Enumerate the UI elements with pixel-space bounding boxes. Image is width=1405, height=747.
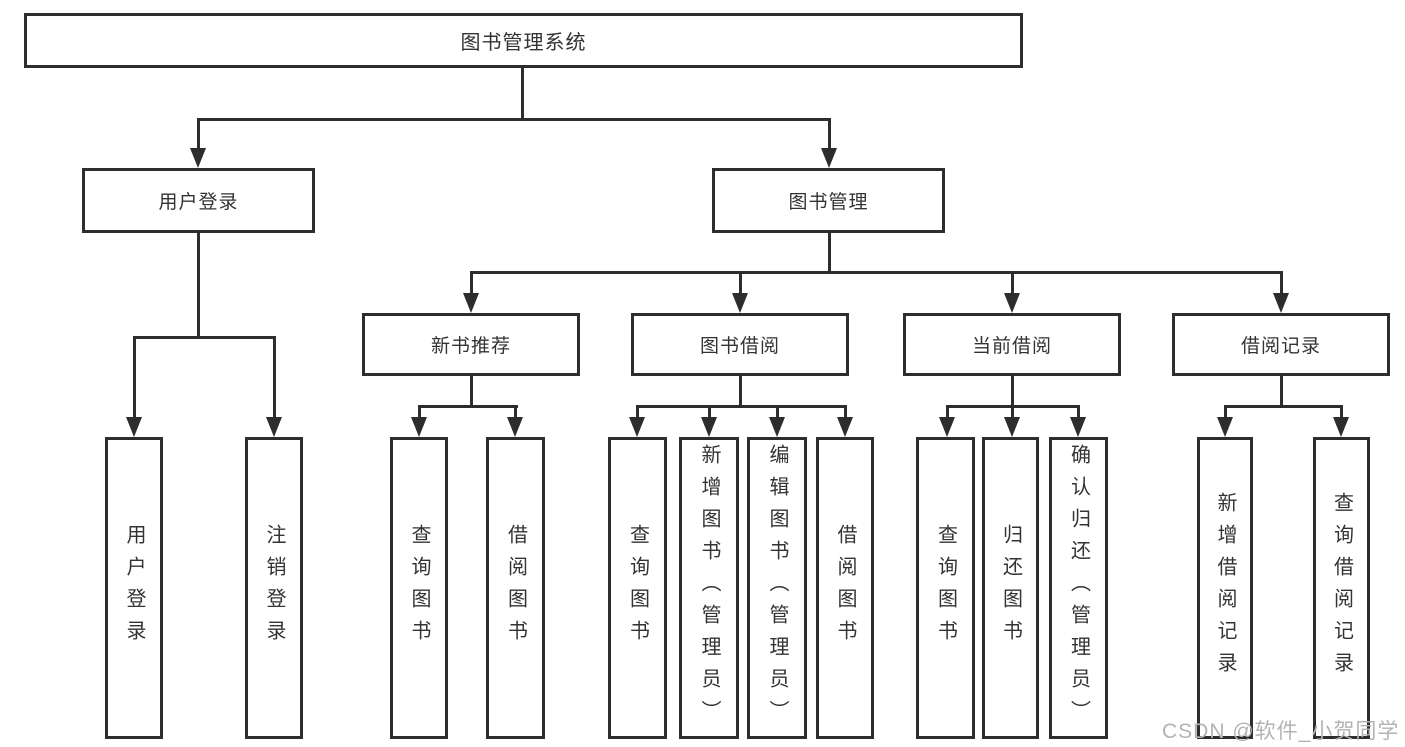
connector-line: [1280, 376, 1283, 407]
connector-line: [197, 233, 200, 336]
leaf-add-borrow-record: 新增借阅记录: [1197, 437, 1253, 739]
connector-line: [418, 405, 421, 419]
arrowhead-icon: [411, 417, 427, 437]
arrowhead-icon: [463, 293, 479, 313]
connector-line: [470, 376, 473, 407]
node-book-borrowing: 图书借阅: [631, 313, 849, 376]
connector-line: [521, 68, 524, 118]
connector-line: [514, 405, 517, 419]
node-current-borrowing: 当前借阅: [903, 313, 1121, 376]
connector-line: [470, 271, 473, 295]
node-book-management: 图书管理: [712, 168, 945, 233]
node-user-login-label: 用户登录: [158, 192, 239, 213]
leaf-query-books-recommend-label: 查询图书: [408, 524, 430, 652]
arrowhead-icon: [1333, 417, 1349, 437]
connector-line: [708, 405, 711, 419]
connector-line: [1077, 405, 1080, 419]
arrowhead-icon: [821, 148, 837, 168]
leaf-add-borrow-record-label: 新增借阅记录: [1214, 492, 1236, 684]
connector-line: [828, 118, 831, 150]
connector-line: [739, 376, 742, 407]
leaf-add-book-admin-label: 新增图书（管理员）: [698, 444, 720, 732]
arrowhead-icon: [939, 417, 955, 437]
leaf-add-book-admin: 新增图书（管理员）: [679, 437, 739, 739]
connector-line: [133, 336, 136, 419]
connector-line: [418, 405, 518, 408]
connector-line: [1011, 405, 1014, 419]
arrowhead-icon: [732, 293, 748, 313]
arrowhead-icon: [190, 148, 206, 168]
arrowhead-icon: [126, 417, 142, 437]
node-new-book-recommend-label: 新书推荐: [430, 336, 511, 357]
connector-line: [470, 271, 1283, 274]
connector-line: [1011, 271, 1014, 295]
arrowhead-icon: [769, 417, 785, 437]
connector-line: [197, 118, 200, 150]
leaf-borrow-books-borrow-label: 借阅图书: [834, 524, 856, 652]
leaf-query-books-recommend: 查询图书: [390, 437, 448, 739]
node-new-book-recommend: 新书推荐: [362, 313, 580, 376]
leaf-query-books-borrow-label: 查询图书: [626, 524, 649, 652]
connector-line: [636, 405, 846, 408]
arrowhead-icon: [1004, 417, 1020, 437]
arrowhead-icon: [266, 417, 282, 437]
leaf-edit-book-admin-label: 编辑图书（管理员）: [766, 444, 788, 732]
leaf-borrow-books-borrow: 借阅图书: [816, 437, 874, 739]
leaf-query-books-current: 查询图书: [916, 437, 975, 739]
connector-line: [197, 118, 831, 121]
arrowhead-icon: [1217, 417, 1233, 437]
leaf-user-login: 用户登录: [105, 437, 163, 739]
watermark: CSDN @软件_小贺同学: [1162, 720, 1400, 743]
arrowhead-icon: [507, 417, 523, 437]
arrowhead-icon: [1273, 293, 1289, 313]
leaf-query-borrow-record-label: 查询借阅记录: [1330, 492, 1353, 684]
connector-line: [776, 405, 779, 419]
leaf-user-login-label: 用户登录: [123, 524, 145, 652]
arrowhead-icon: [1070, 417, 1086, 437]
leaf-confirm-return-admin: 确认归还（管理员）: [1049, 437, 1108, 739]
connector-line: [844, 405, 847, 419]
node-borrowing-records: 借阅记录: [1172, 313, 1390, 376]
leaf-borrow-books-recommend: 借阅图书: [486, 437, 545, 739]
connector-line: [636, 405, 639, 419]
leaf-query-borrow-record: 查询借阅记录: [1313, 437, 1370, 739]
arrowhead-icon: [1004, 293, 1020, 313]
node-book-management-label: 图书管理: [788, 192, 869, 213]
node-current-borrowing-label: 当前借阅: [971, 336, 1052, 357]
node-root: 图书管理系统: [24, 13, 1023, 68]
leaf-borrow-books-recommend-label: 借阅图书: [504, 524, 527, 652]
connector-line: [1011, 376, 1014, 407]
connector-line: [1280, 271, 1283, 295]
arrowhead-icon: [629, 417, 645, 437]
leaf-logout-login: 注销登录: [245, 437, 303, 739]
connector-line: [946, 405, 949, 419]
leaf-return-books-label: 归还图书: [999, 524, 1022, 652]
node-book-borrowing-label: 图书借阅: [699, 336, 780, 357]
connector-line: [273, 336, 276, 419]
leaf-edit-book-admin: 编辑图书（管理员）: [747, 437, 807, 739]
node-root-label: 图书管理系统: [460, 32, 587, 54]
connector-line: [828, 233, 831, 271]
connector-line: [739, 271, 742, 295]
leaf-query-books-borrow: 查询图书: [608, 437, 667, 739]
leaf-return-books: 归还图书: [982, 437, 1039, 739]
leaf-query-books-current-label: 查询图书: [934, 524, 957, 652]
arrowhead-icon: [701, 417, 717, 437]
connector-line: [1224, 405, 1342, 408]
arrowhead-icon: [837, 417, 853, 437]
connector-line: [1224, 405, 1227, 419]
leaf-logout-login-label: 注销登录: [263, 524, 285, 652]
node-borrowing-records-label: 借阅记录: [1240, 336, 1321, 357]
node-user-login: 用户登录: [82, 168, 315, 233]
connector-line: [1340, 405, 1343, 419]
connector-line: [133, 336, 276, 339]
leaf-confirm-return-admin-label: 确认归还（管理员）: [1067, 444, 1090, 732]
